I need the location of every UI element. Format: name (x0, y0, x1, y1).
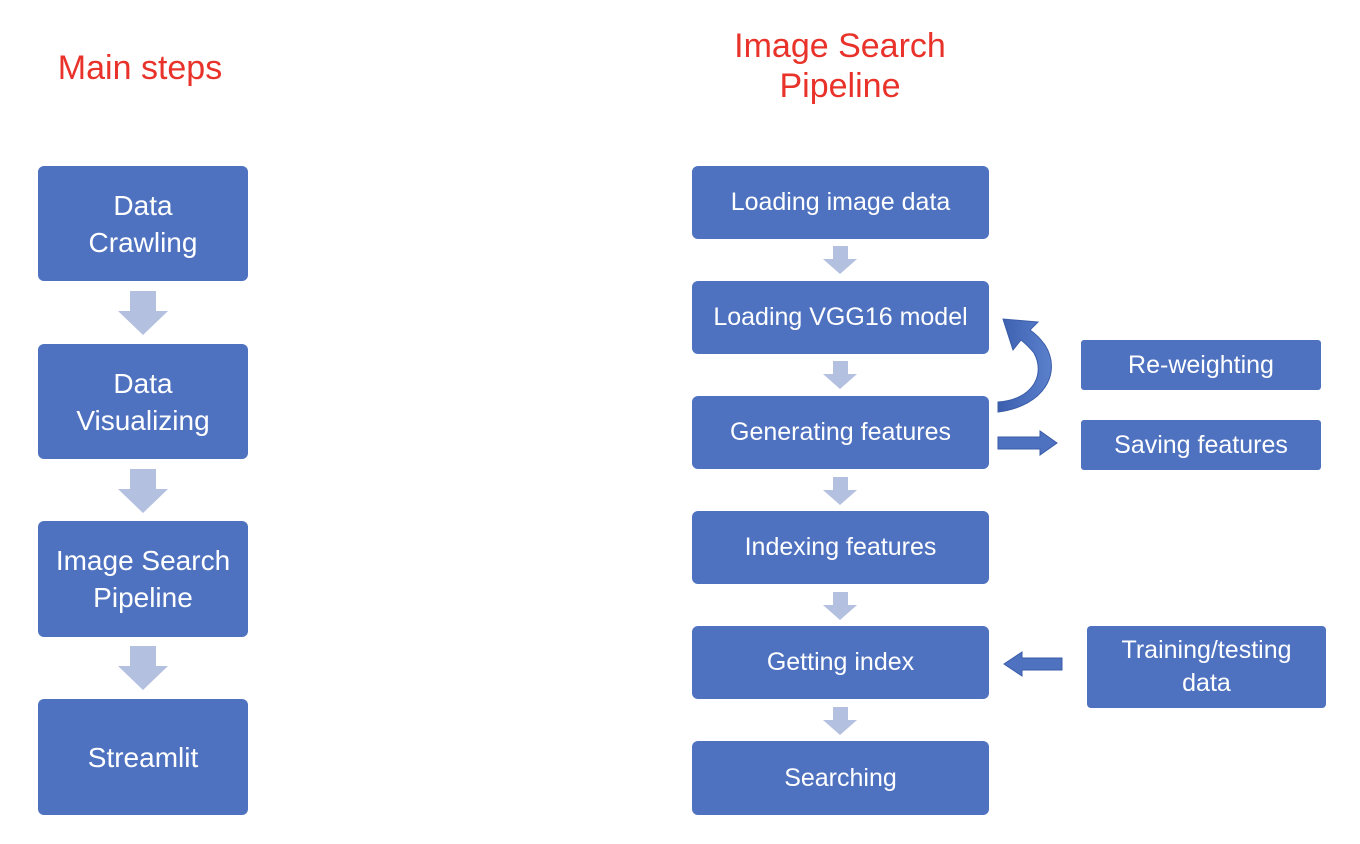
pipeline-indexing-features: Indexing features (692, 511, 989, 584)
down-arrow-icon (823, 707, 857, 735)
down-arrow-icon (823, 592, 857, 620)
down-arrow-icon (823, 361, 857, 389)
pipeline-title: Image Search Pipeline (734, 27, 946, 105)
down-arrow-icon (823, 246, 857, 274)
down-arrow-icon (118, 469, 168, 513)
step-streamlit: Streamlit (38, 699, 248, 815)
left-arrow-icon (1003, 651, 1063, 677)
down-arrow-icon (823, 477, 857, 505)
side-training-testing-data: Training/testing data (1087, 626, 1326, 708)
pipeline-generating-features: Generating features (692, 396, 989, 469)
down-arrow-icon (118, 291, 168, 335)
side-reweighting: Re-weighting (1081, 340, 1321, 390)
pipeline-loading-image-data: Loading image data (692, 166, 989, 239)
main-steps-title: Main steps (57, 49, 223, 87)
pipeline-loading-vgg16-model: Loading VGG16 model (692, 281, 989, 354)
curved-arrow-icon (997, 318, 1052, 413)
side-saving-features: Saving features (1081, 420, 1321, 470)
pipeline-searching: Searching (692, 741, 989, 815)
step-data-crawling: Data Crawling (38, 166, 248, 281)
pipeline-getting-index: Getting index (692, 626, 989, 699)
step-data-visualizing: Data Visualizing (38, 344, 248, 459)
step-image-search-pipeline: Image Search Pipeline (38, 521, 248, 637)
right-arrow-icon (997, 430, 1058, 456)
down-arrow-icon (118, 646, 168, 690)
